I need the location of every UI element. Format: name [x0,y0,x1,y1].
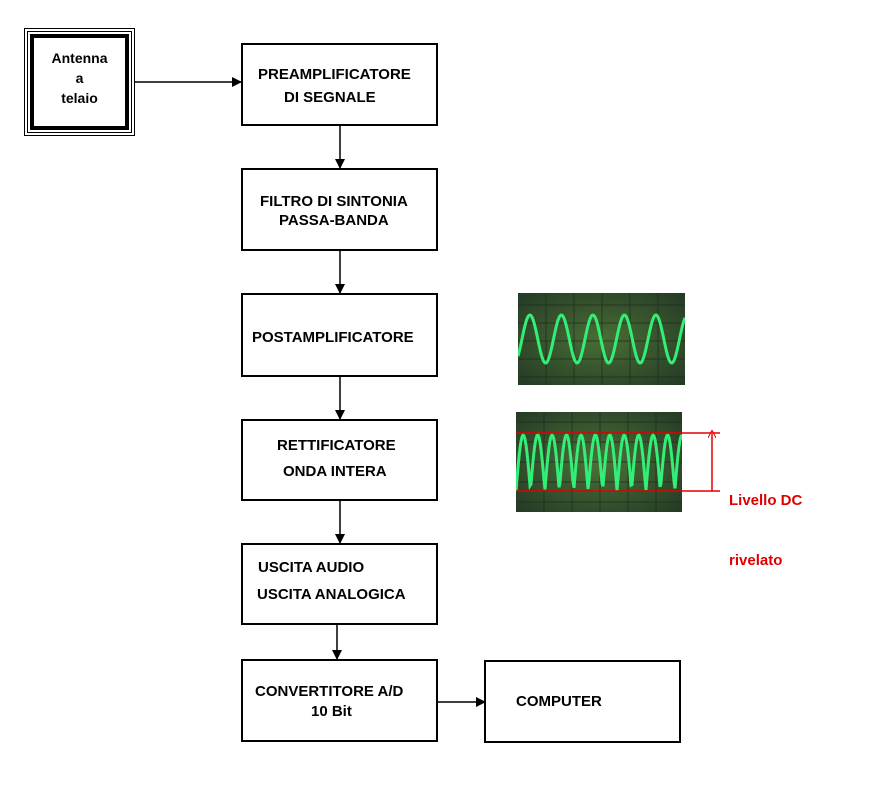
preamplifier-block: PREAMPLIFICATORE DI SEGNALE [241,43,438,126]
audio-output-block: USCITA AUDIO USCITA ANALOGICA [241,543,438,625]
postamplifier-block: POSTAMPLIFICATORE [241,293,438,377]
computer-block: COMPUTER [484,660,681,743]
rectifier-label-line2: ONDA INTERA [283,463,387,480]
antenna-label: Antenna a telaio [51,50,108,106]
adc-label-line1: CONVERTITORE A/D [255,683,404,700]
filter-label-line2: PASSA-BANDA [279,212,389,229]
preamplifier-label-line1: PREAMPLIFICATORE [258,66,411,83]
output-label-line2: USCITA ANALOGICA [257,586,406,603]
output-label-line1: USCITA AUDIO [258,559,365,576]
dc-level-label: Livello DC rivelato [729,492,803,569]
antenna-block: Antenna a telaio [24,28,135,136]
filter-label-line1: FILTRO DI SINTONIA [260,193,408,210]
preamplifier-label-line2: DI SEGNALE [284,89,376,106]
oscilloscope-sine-trace [518,293,685,385]
oscilloscope-rectified-trace [516,412,682,512]
computer-label: COMPUTER [516,693,602,710]
bandpass-filter-block: FILTRO DI SINTONIA PASSA-BANDA [241,168,438,251]
adc-converter-block: CONVERTITORE A/D 10 Bit [241,659,438,742]
rectifier-label-line1: RETTIFICATORE [277,437,396,454]
rectifier-block: RETTIFICATORE ONDA INTERA [241,419,438,501]
adc-label-line2: 10 Bit [311,703,352,720]
postamplifier-label: POSTAMPLIFICATORE [252,329,414,346]
